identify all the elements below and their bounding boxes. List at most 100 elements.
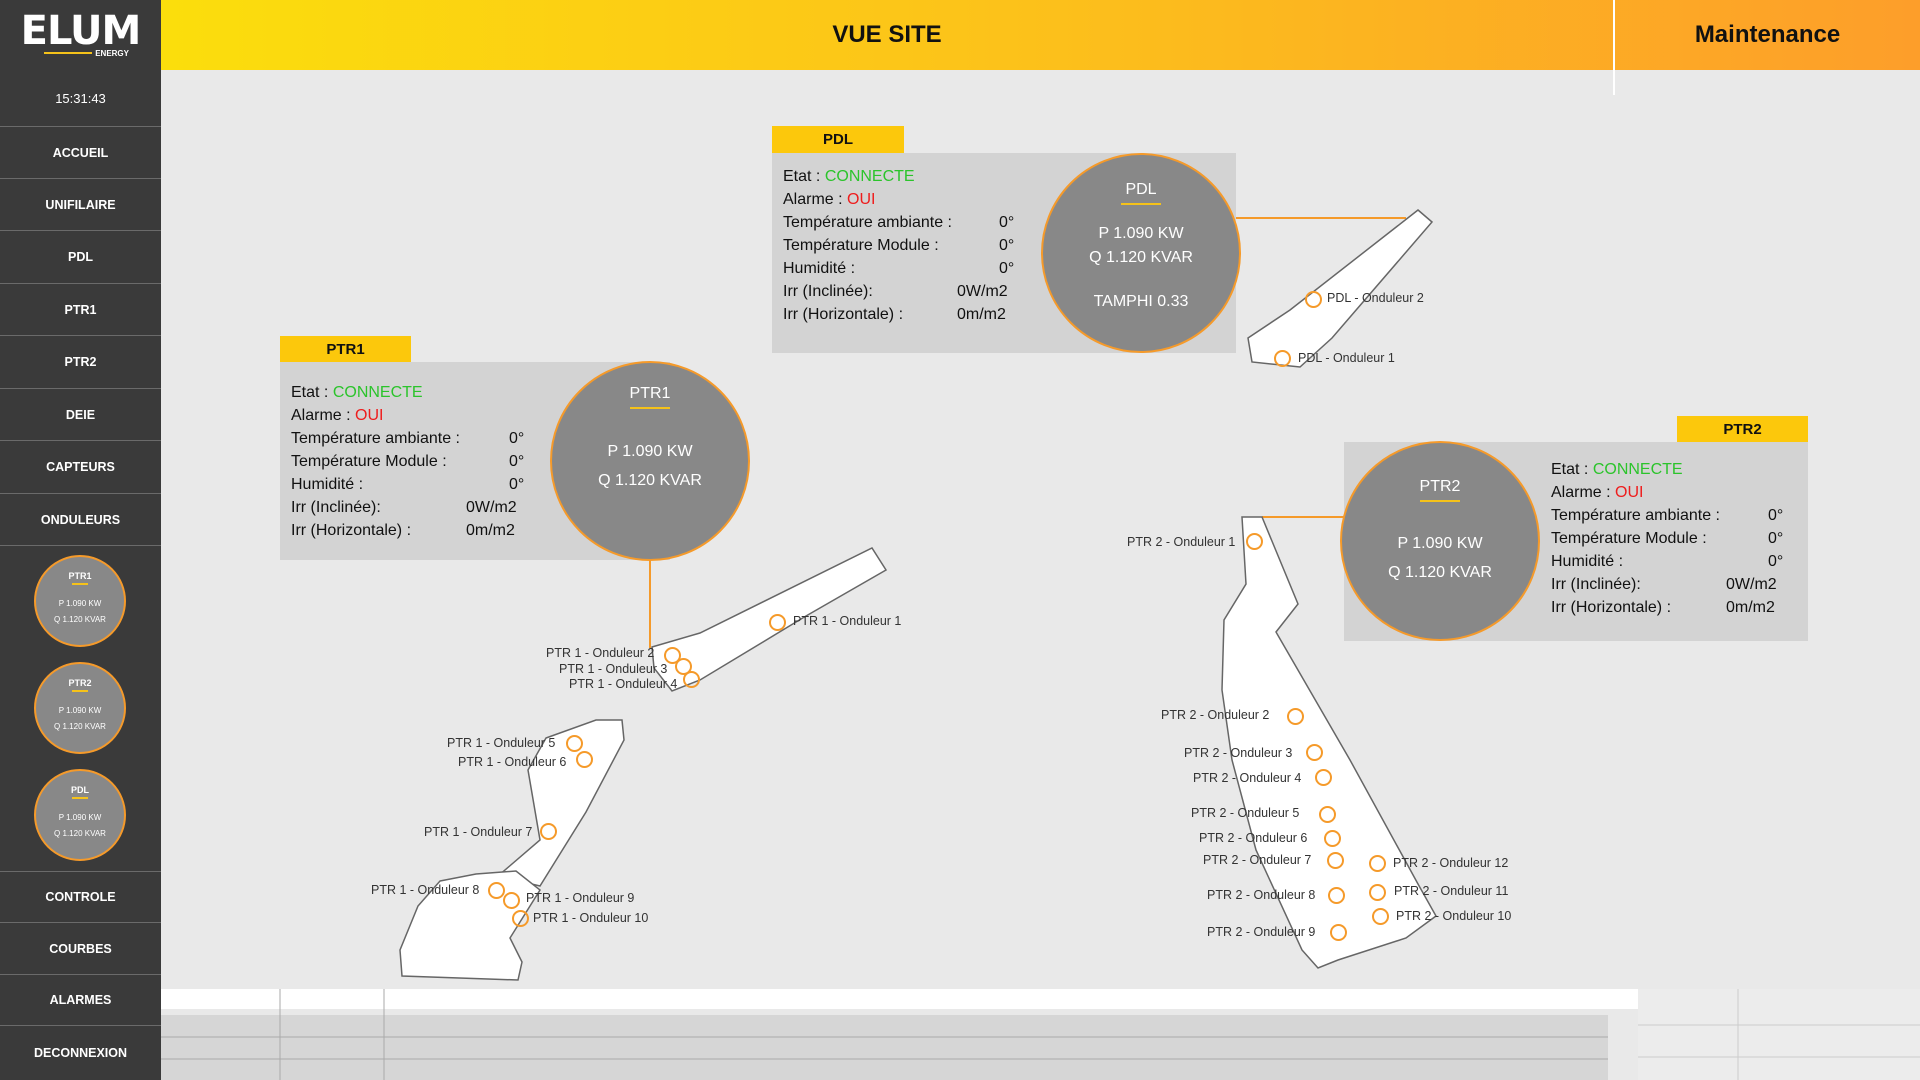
- mini-card-q: Q 1.120 KVAR: [54, 722, 106, 731]
- inverter-marker-ptr2-1[interactable]: [1246, 533, 1263, 550]
- mini-card-pdl[interactable]: PDL P 1.090 KW Q 1.120 KVAR: [34, 769, 126, 861]
- inverter-marker-ptr1-10[interactable]: [512, 910, 529, 927]
- nav-accueil[interactable]: ACCUEIL: [0, 126, 161, 178]
- inverter-marker-ptr2-10[interactable]: [1372, 908, 1389, 925]
- inverter-marker-ptr1-5[interactable]: [566, 735, 583, 752]
- ptr2-alarme-row: Alarme : OUI: [1551, 484, 1643, 502]
- inverter-marker-pdl-2[interactable]: [1305, 291, 1322, 308]
- ptr1-temp-mod-label: Température Module :: [291, 453, 447, 470]
- inverter-marker-ptr1-1[interactable]: [769, 614, 786, 631]
- alarme-label: Alarme :: [291, 407, 351, 424]
- logo-underline: [44, 52, 92, 54]
- ptr2-circle-q: Q 1.120 KVAR: [1388, 564, 1492, 581]
- nav-pdl[interactable]: PDL: [0, 230, 161, 283]
- inverter-label: PTR 2 - Onduleur 8: [1207, 888, 1316, 902]
- inverter-label: PTR 2 - Onduleur 1: [1127, 535, 1236, 549]
- inverter-label: PTR 1 - Onduleur 5: [447, 736, 556, 750]
- ptr2-etat-value: CONNECTE: [1592, 461, 1683, 478]
- mini-card-p: P 1.090 KW: [58, 706, 102, 715]
- logo-brand: ELUM: [20, 7, 142, 54]
- clock: 15:31:43: [55, 90, 106, 106]
- nav-deie[interactable]: DEIE: [0, 388, 161, 440]
- ptr2-power-circle[interactable]: PTR2 P 1.090 KW Q 1.120 KVAR: [1340, 441, 1540, 641]
- ptr2-irr-horiz-value: 0m/m2: [1726, 599, 1775, 616]
- ptr1-irr-horiz-value: 0m/m2: [466, 522, 515, 539]
- inverter-marker-ptr2-9[interactable]: [1330, 924, 1347, 941]
- inverter-label: PTR 1 - Onduleur 6: [458, 755, 567, 769]
- ptr1-circle-title: PTR1: [552, 385, 748, 409]
- ptr2-temp-amb-label: Température ambiante :: [1551, 507, 1720, 524]
- maintenance-button[interactable]: Maintenance: [1694, 21, 1841, 48]
- ptr2-circle-title: PTR2: [1342, 478, 1538, 502]
- mini-card-q: Q 1.120 KVAR: [54, 615, 106, 624]
- inverter-label: PTR 1 - Onduleur 1: [793, 614, 902, 628]
- inverter-label: PTR 2 - Onduleur 6: [1199, 831, 1308, 845]
- inverter-marker-ptr1-8[interactable]: [488, 882, 505, 899]
- pdl-humidite-value: 0°: [999, 260, 1015, 277]
- ptr1-power-circle[interactable]: PTR1 P 1.090 KW Q 1.120 KVAR: [550, 361, 750, 561]
- ptr2-etat-row: Etat : CONNECTE: [1551, 461, 1683, 479]
- inverter-label: PTR 1 - Onduleur 2: [546, 646, 655, 660]
- mini-card-title: PTR2: [36, 678, 124, 692]
- inverter-label: PDL - Onduleur 1: [1298, 351, 1395, 365]
- inverter-marker-ptr1-2[interactable]: [664, 647, 681, 664]
- mini-card-p: P 1.090 KW: [58, 813, 102, 822]
- elum-logo[interactable]: ELUM ENERGY: [0, 0, 161, 70]
- inverter-marker-ptr2-11[interactable]: [1369, 884, 1386, 901]
- page-title: VUE SITE: [832, 21, 942, 48]
- ptr1-temp-mod-value: 0°: [509, 453, 525, 470]
- ptr2-temp-mod-value: 0°: [1768, 530, 1784, 547]
- sidebar: ELUM ENERGY 15:31:43 ACCUEIL UNIFILAIRE …: [0, 0, 161, 1080]
- pdl-circle-p: P 1.090 KW: [1098, 225, 1184, 242]
- ptr1-irr-incl-value: 0W/m2: [466, 499, 517, 516]
- inverter-marker-ptr2-3[interactable]: [1306, 744, 1323, 761]
- nav-courbes[interactable]: COURBES: [0, 922, 161, 974]
- inverter-marker-pdl-1[interactable]: [1274, 350, 1291, 367]
- pdl-etat-value: CONNECTE: [824, 168, 915, 185]
- inverter-marker-ptr2-4[interactable]: [1315, 769, 1332, 786]
- ptr2-temp-amb-value: 0°: [1768, 507, 1784, 524]
- inverter-marker-ptr1-7[interactable]: [540, 823, 557, 840]
- ptr2-field-shape: [1221, 516, 1437, 969]
- inverter-marker-ptr2-7[interactable]: [1327, 852, 1344, 869]
- inverter-marker-ptr2-6[interactable]: [1324, 830, 1341, 847]
- alarme-label: Alarme :: [1551, 484, 1611, 501]
- ptr1-circle-p: P 1.090 KW: [607, 443, 693, 460]
- nav-capteurs[interactable]: CAPTEURS: [0, 440, 161, 493]
- inverter-marker-ptr2-12[interactable]: [1369, 855, 1386, 872]
- mini-card-ptr1[interactable]: PTR1 P 1.090 KW Q 1.120 KVAR: [34, 555, 126, 647]
- ptr2-circle-p: P 1.090 KW: [1397, 535, 1483, 552]
- pdl-power-circle[interactable]: PDL P 1.090 KW Q 1.120 KVAR TAMPHI 0.33: [1041, 153, 1241, 353]
- nav-ptr1[interactable]: PTR1: [0, 283, 161, 335]
- nav-unifilaire[interactable]: UNIFILAIRE: [0, 178, 161, 230]
- inverter-label: PTR 2 - Onduleur 7: [1203, 853, 1312, 867]
- inverter-marker-ptr1-4[interactable]: [683, 671, 700, 688]
- inverter-marker-ptr1-9[interactable]: [503, 892, 520, 909]
- pdl-irr-incl-value: 0W/m2: [957, 283, 1008, 300]
- ptr2-temp-mod-label: Température Module :: [1551, 530, 1707, 547]
- inverter-label: PTR 1 - Onduleur 8: [371, 883, 480, 897]
- inverter-marker-ptr1-6[interactable]: [576, 751, 593, 768]
- mini-card-title: PTR1: [36, 571, 124, 585]
- header-bar: VUE SITE Maintenance: [161, 0, 1920, 95]
- pdl-etat-row: Etat : CONNECTE: [783, 168, 915, 186]
- pdl-temp-mod-label: Température Module :: [783, 237, 939, 254]
- mini-card-p: P 1.090 KW: [58, 599, 102, 608]
- nav-controle[interactable]: CONTROLE: [0, 871, 161, 922]
- inverter-marker-ptr2-2[interactable]: [1287, 708, 1304, 725]
- mini-card-ptr2[interactable]: PTR2 P 1.090 KW Q 1.120 KVAR: [34, 662, 126, 754]
- nav-deconnexion[interactable]: DECONNEXION: [0, 1025, 161, 1080]
- inverter-label: PTR 2 - Onduleur 3: [1184, 746, 1293, 760]
- logo-sub: ENERGY: [95, 48, 129, 58]
- ptr1-irr-horiz-label: Irr (Horizontale) :: [291, 522, 412, 539]
- ptr2-irr-incl-label: Irr (Inclinée):: [1551, 576, 1641, 593]
- inverter-marker-ptr2-5[interactable]: [1319, 806, 1336, 823]
- inverter-marker-ptr2-8[interactable]: [1328, 887, 1345, 904]
- inverter-label: PTR 2 - Onduleur 10: [1396, 909, 1512, 923]
- nav-onduleurs[interactable]: ONDULEURS: [0, 493, 161, 545]
- nav-alarmes[interactable]: ALARMES: [0, 974, 161, 1025]
- nav-ptr2[interactable]: PTR2: [0, 335, 161, 388]
- inverter-label: PTR 2 - Onduleur 12: [1393, 856, 1509, 870]
- pdl-alarme-row: Alarme : OUI: [783, 191, 875, 209]
